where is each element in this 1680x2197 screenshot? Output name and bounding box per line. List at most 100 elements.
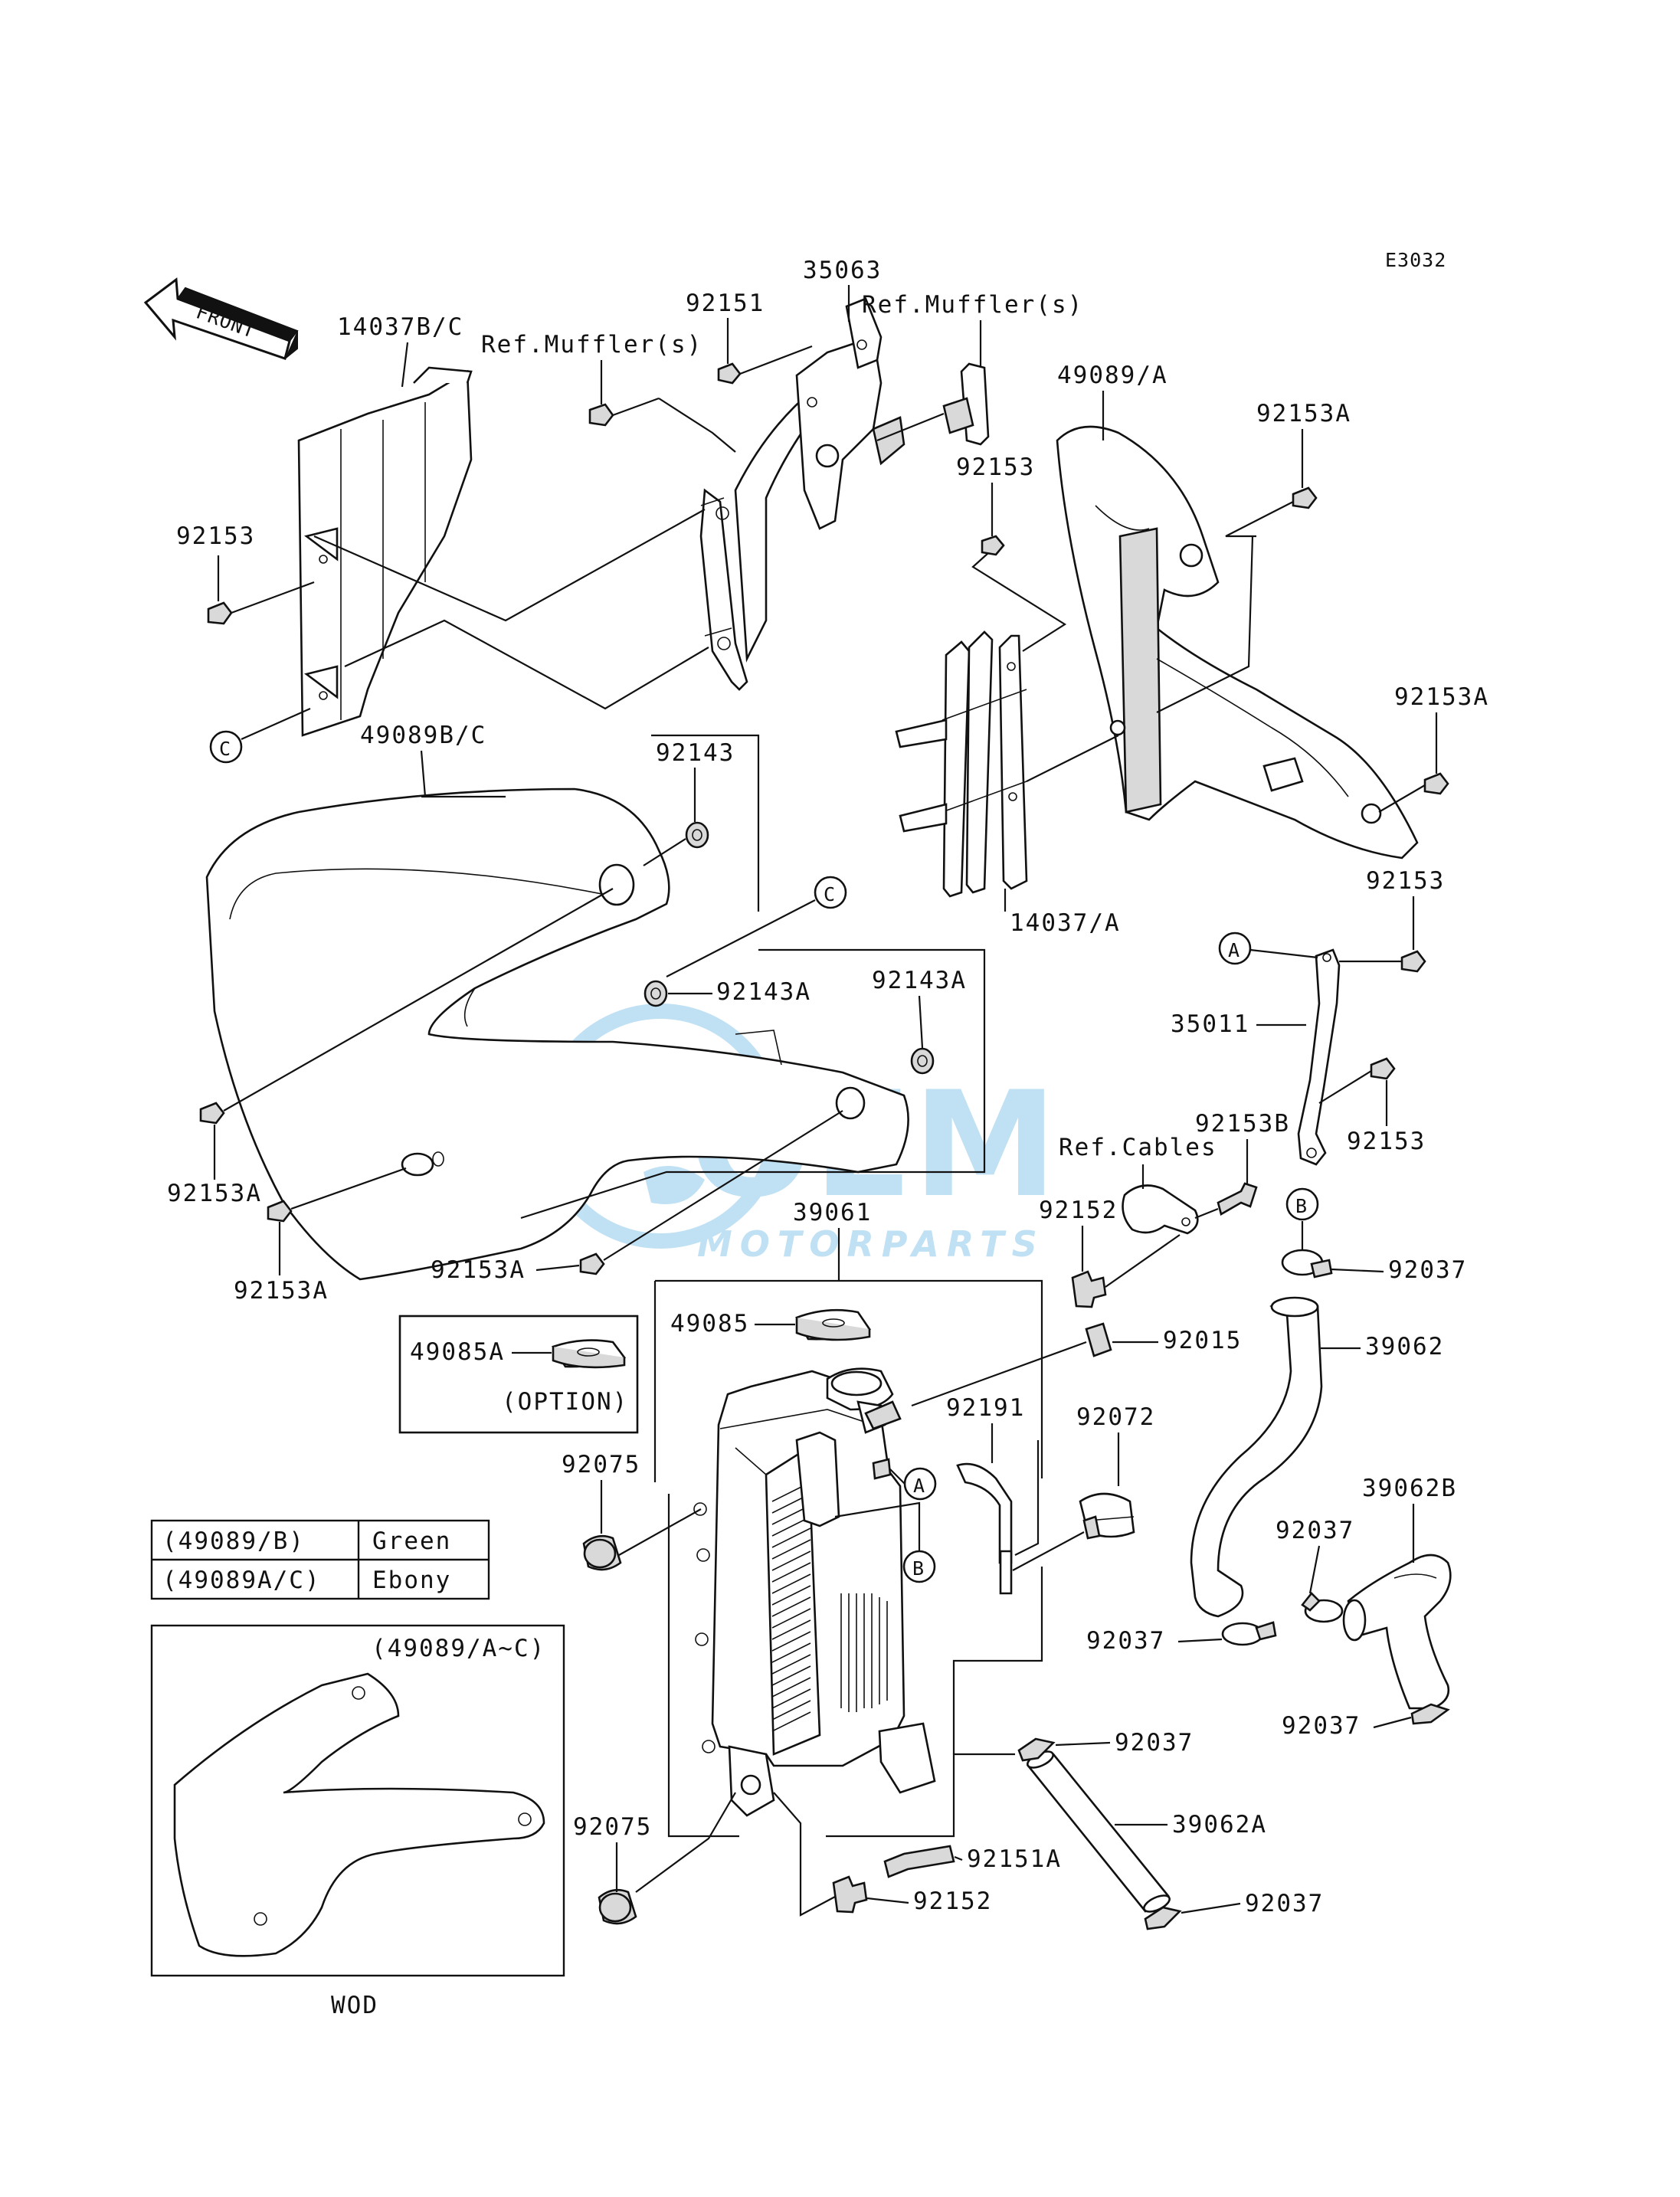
bolt-92151-icon bbox=[717, 345, 813, 385]
bolt-92153a-l1-icon bbox=[199, 888, 614, 1125]
bolt-92153-left-icon bbox=[207, 581, 315, 625]
label-92037-mid: 92037 bbox=[1276, 1517, 1354, 1544]
grommet-92143a-1-icon bbox=[644, 980, 668, 1007]
frame-bracket-35063 bbox=[699, 297, 905, 691]
clamp-92037-bottom-icon bbox=[1144, 1906, 1182, 1930]
label-35063: 35063 bbox=[803, 257, 882, 284]
grommet-92075-bottom-icon bbox=[598, 1792, 736, 1925]
hose-39062 bbox=[1190, 1296, 1323, 1618]
label-92075-bottom: 92075 bbox=[573, 1813, 652, 1841]
label-39062: 39062 bbox=[1365, 1333, 1444, 1360]
svg-text:C: C bbox=[219, 738, 231, 760]
callout-c-left: C bbox=[209, 707, 311, 764]
leader-line bbox=[520, 948, 986, 1220]
leader-line bbox=[1308, 1545, 1321, 1594]
radiator-shroud-49089bc bbox=[205, 787, 909, 1281]
leader-line bbox=[1331, 1268, 1384, 1273]
leader-line bbox=[420, 750, 427, 797]
clamp-92037-a-icon bbox=[1017, 1737, 1056, 1762]
leader-line bbox=[667, 1494, 739, 1838]
leader-line bbox=[655, 1279, 1043, 1478]
label-92191: 92191 bbox=[946, 1394, 1025, 1422]
leader-line bbox=[1026, 735, 1119, 782]
svg-text:B: B bbox=[1295, 1195, 1308, 1217]
color-table-code-1: (49089/B) bbox=[162, 1527, 305, 1555]
leader-line bbox=[401, 342, 409, 388]
leader-line bbox=[1014, 1440, 1040, 1556]
radiator-fins bbox=[771, 1482, 888, 1732]
diagram-code: E3032 bbox=[1385, 249, 1446, 271]
label-39061: 39061 bbox=[793, 1199, 872, 1226]
leader-line bbox=[344, 619, 709, 710]
leader-line bbox=[313, 509, 706, 622]
inset-title: (49089/A~C) bbox=[372, 1635, 545, 1662]
hose-39062b bbox=[1342, 1554, 1452, 1710]
leader-line bbox=[918, 995, 924, 1049]
label-14037a: 14037/A bbox=[1010, 909, 1121, 937]
bolt-92153-35011-icon bbox=[1339, 950, 1426, 973]
label-ref-muffler-left: Ref.Muffler(s) bbox=[481, 331, 702, 359]
svg-text:A: A bbox=[913, 1475, 925, 1497]
leader-line bbox=[1373, 1716, 1412, 1729]
label-39062a: 39062A bbox=[1172, 1811, 1267, 1838]
bolt-92153-mid-icon bbox=[971, 535, 1067, 652]
callout-a-right: A bbox=[1218, 932, 1318, 965]
clamp-92037-mid-icon bbox=[1301, 1592, 1344, 1623]
color-table-code-2: (49089A/C) bbox=[162, 1567, 321, 1594]
leader-line bbox=[658, 398, 736, 453]
label-92153b: 92153B bbox=[1195, 1110, 1290, 1138]
label-ref-muffler-right: Ref.Muffler(s) bbox=[862, 291, 1083, 319]
grommet-92075-top-icon bbox=[582, 1508, 702, 1571]
leader-line bbox=[1055, 1741, 1111, 1747]
svg-text:A: A bbox=[1228, 939, 1240, 961]
grommet-92143a-2-icon bbox=[910, 1047, 935, 1075]
label-ref-cables: Ref.Cables bbox=[1059, 1134, 1217, 1161]
label-92151a: 92151A bbox=[967, 1845, 1062, 1873]
color-table-color-2: Ebony bbox=[372, 1567, 451, 1594]
clamp-92037-top-icon bbox=[1281, 1221, 1333, 1279]
bolt-92151a-icon bbox=[883, 1845, 955, 1878]
label-92037-a: 92037 bbox=[1115, 1729, 1194, 1757]
label-92153-left: 92153 bbox=[176, 522, 255, 550]
inset-shroud-variant: (49089/A~C) WOD bbox=[150, 1624, 565, 2019]
shroud-bracket-14037bc bbox=[297, 366, 473, 737]
label-92152-top: 92152 bbox=[1039, 1197, 1118, 1224]
bolt-92153a-l3-icon bbox=[579, 1110, 843, 1275]
label-35011: 35011 bbox=[1171, 1010, 1249, 1038]
hose-39062a bbox=[1026, 1750, 1171, 1913]
label-92143: 92143 bbox=[656, 739, 735, 767]
leader-line bbox=[954, 1855, 963, 1861]
inset-caption: WOD bbox=[331, 1992, 378, 2019]
radiator-shroud-49089a bbox=[1056, 425, 1419, 859]
label-92153-35011: 92153 bbox=[1366, 867, 1445, 895]
svg-text:B: B bbox=[912, 1557, 925, 1580]
label-92015: 92015 bbox=[1163, 1327, 1242, 1354]
leader-line bbox=[1177, 1638, 1223, 1643]
label-92153a-right: 92153A bbox=[1394, 683, 1489, 711]
label-92153a-l1: 92153A bbox=[167, 1180, 262, 1207]
front-arrow-icon: FRONT bbox=[143, 277, 299, 360]
cable-clamp-ref-icon bbox=[1122, 1184, 1199, 1235]
label-92152-bottom: 92152 bbox=[913, 1888, 992, 1915]
bolt-92153a-right-icon bbox=[1378, 772, 1449, 813]
label-49085: 49085 bbox=[670, 1310, 749, 1338]
color-table: (49089/B) Green (49089A/C) Ebony bbox=[150, 1519, 490, 1600]
bolt-92153a-top-icon bbox=[1225, 486, 1318, 538]
callout-b-radiator: B bbox=[834, 1501, 936, 1583]
color-table-color-1: Green bbox=[372, 1527, 451, 1555]
label-92143a-1: 92143A bbox=[716, 978, 811, 1006]
label-92153a-l2: 92153A bbox=[234, 1277, 329, 1305]
callout-b-right: B bbox=[1285, 1187, 1319, 1221]
clamp-92037-left-icon bbox=[1221, 1621, 1277, 1646]
watermark-sub: MOTORPARTS bbox=[697, 1223, 1045, 1265]
option-box-49085a bbox=[398, 1315, 639, 1434]
hose-92191-icon bbox=[956, 1462, 1013, 1595]
shroud-bracket-14037a bbox=[895, 630, 1028, 898]
callout-c-mid: C bbox=[666, 876, 847, 977]
label-49089bc: 49089B/C bbox=[360, 722, 486, 749]
clamp-92037-right-icon bbox=[1410, 1703, 1450, 1725]
label-49085a: 49085A bbox=[410, 1338, 505, 1366]
label-92037-bottom: 92037 bbox=[1245, 1890, 1324, 1917]
label-39062b: 39062B bbox=[1362, 1475, 1457, 1502]
